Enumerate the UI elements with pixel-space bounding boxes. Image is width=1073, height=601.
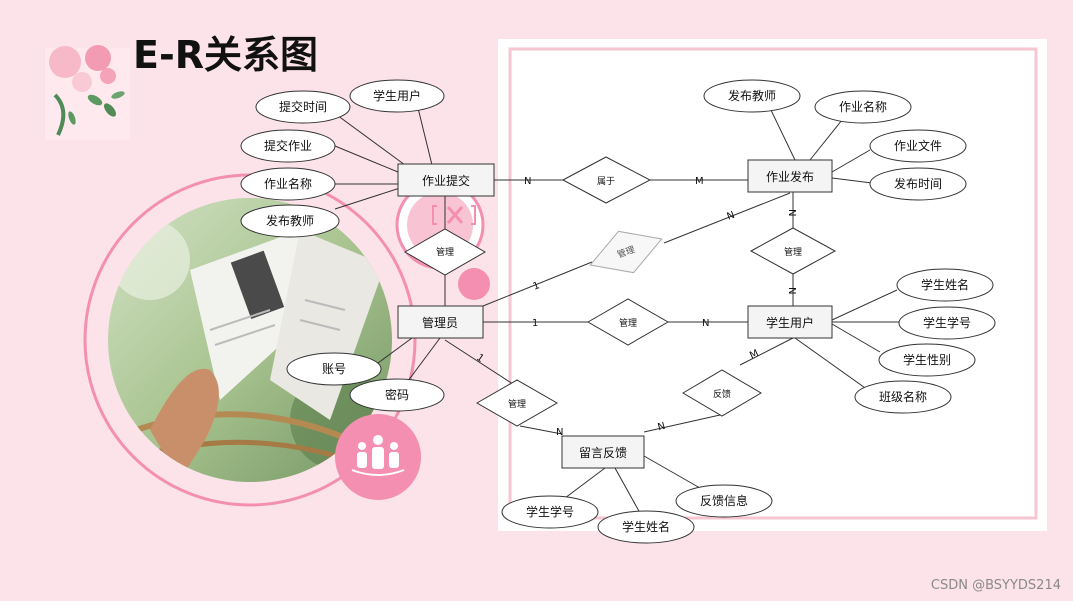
attr-admin-password: 密码 [349, 378, 445, 412]
attr-publish-file: 作业文件 [869, 129, 967, 163]
attr-student-class: 班级名称 [854, 380, 952, 414]
svg-text:学生性别: 学生性别 [903, 352, 951, 367]
card-student-feedback: M [748, 348, 760, 362]
attr-submit-time: 提交时间 [255, 90, 351, 124]
attr-student-name: 学生姓名 [896, 268, 994, 302]
svg-text:管理: 管理 [508, 398, 526, 410]
svg-text:属于: 属于 [597, 176, 615, 187]
svg-text:作业名称: 作业名称 [839, 99, 887, 114]
svg-text:学生用户: 学生用户 [766, 315, 814, 330]
svg-text:发布教师: 发布教师 [728, 88, 776, 103]
svg-text:作业提交: 作业提交 [422, 173, 470, 188]
card-admin-feedback: 1 [474, 352, 486, 365]
svg-text:管理: 管理 [619, 317, 637, 329]
card-feedback-msg: N [657, 421, 667, 434]
relationship-feedback: 反馈 [682, 369, 762, 417]
attr-submit-student: 学生用户 [349, 79, 445, 113]
card-publish-manage: N [786, 209, 797, 216]
attr-student-gender: 学生性别 [878, 343, 976, 377]
svg-text:管理: 管理 [436, 246, 454, 258]
svg-text:学生用户: 学生用户 [373, 88, 421, 103]
card-admin-student-one: 1 [532, 318, 538, 329]
entity-student: 学生用户 [747, 305, 833, 339]
svg-text:作业名称: 作业名称 [264, 176, 312, 191]
attr-publish-name: 作业名称 [814, 90, 912, 124]
attr-publish-time: 发布时间 [869, 167, 967, 201]
attr-submit-name: 作业名称 [240, 167, 336, 201]
relationship-manage-admin-submit: 管理 [403, 228, 487, 276]
photo-reading-book [108, 198, 392, 482]
svg-text:账号: 账号 [322, 362, 346, 376]
card-feedback-entity-n: N [556, 427, 563, 438]
svg-text:学生学号: 学生学号 [526, 504, 574, 519]
close-icon [432, 205, 476, 225]
flower-decoration-icon [45, 45, 130, 140]
svg-text:学生姓名: 学生姓名 [622, 519, 670, 534]
relationship-belongs: 属于 [561, 156, 652, 204]
watermark-text: CSDN @BSYYDS214 [930, 578, 1061, 593]
relationship-manage-admin-feedback: 管理 [475, 379, 559, 427]
relationship-manage-admin-student: 管理 [586, 298, 670, 346]
entity-admin: 管理员 [397, 305, 484, 339]
card-admin-student-n: N [702, 318, 709, 329]
svg-text:管理: 管理 [784, 246, 802, 258]
attr-admin-account: 账号 [286, 352, 382, 386]
svg-text:反馈信息: 反馈信息 [700, 493, 748, 508]
relationship-manage-admin-publish: 管理 [589, 230, 663, 274]
svg-text:密码: 密码 [385, 387, 409, 402]
cardinality-labels: N M N N N 1 1 N 1 N M N [474, 176, 797, 438]
svg-text:学生学号: 学生学号 [923, 315, 971, 330]
connector-lines [325, 106, 900, 514]
entity-assignment-submit: 作业提交 [397, 163, 495, 197]
page-title: E-R关系图 [133, 33, 318, 77]
card-belongs-publish: M [695, 176, 704, 187]
attr-feedback-info: 反馈信息 [675, 484, 773, 518]
card-manage-student: N [786, 287, 797, 294]
svg-text:反馈: 反馈 [713, 388, 731, 400]
team-people-icon [335, 414, 421, 500]
relationship-manage-publish-student: 管理 [749, 227, 837, 275]
svg-text:提交时间: 提交时间 [279, 99, 327, 114]
attr-publish-teacher: 发布教师 [703, 79, 801, 113]
svg-text:提交作业: 提交作业 [264, 138, 312, 153]
attr-submit-work: 提交作业 [240, 129, 336, 163]
entity-assignment-publish: 作业发布 [747, 159, 833, 193]
card-publish-admin: N [725, 210, 736, 223]
svg-text:留言反馈: 留言反馈 [579, 446, 627, 460]
card-admin-publish: 1 [531, 280, 541, 293]
svg-text:作业发布: 作业发布 [766, 169, 814, 184]
card-submit-belongs: N [524, 176, 531, 187]
decor-dot [458, 268, 490, 300]
attr-student-id: 学生学号 [898, 306, 996, 340]
svg-text:作业文件: 作业文件 [894, 138, 942, 153]
svg-text:管理员: 管理员 [422, 315, 458, 330]
diagram-frame-inner [508, 47, 1038, 520]
svg-text:发布教师: 发布教师 [266, 213, 314, 228]
svg-text:班级名称: 班级名称 [879, 389, 927, 404]
attr-feedback-student-name: 学生姓名 [597, 510, 695, 544]
svg-text:发布时间: 发布时间 [894, 176, 942, 191]
svg-text:学生姓名: 学生姓名 [921, 277, 969, 292]
attr-feedback-student-id: 学生学号 [501, 495, 599, 529]
attr-submit-teacher: 发布教师 [240, 204, 340, 238]
entity-feedback-message: 留言反馈 [561, 435, 645, 469]
